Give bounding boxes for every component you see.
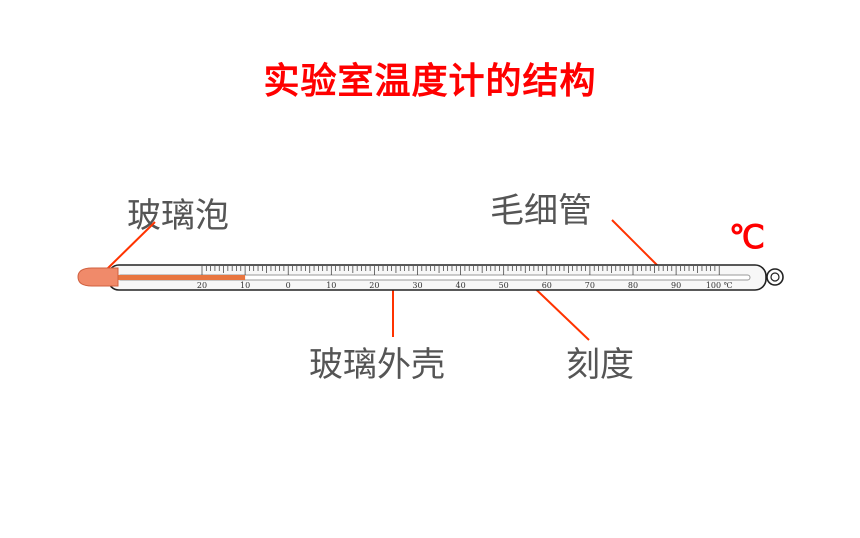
label-scale: 刻度 [566, 345, 634, 385]
scale-ticks [201, 266, 720, 275]
label-shell: 玻璃外壳 [309, 345, 445, 385]
scale-tick-label: 70 [585, 281, 595, 290]
scale-tick-label: 20 [197, 281, 207, 290]
page-title: 实验室温度计的结构 [263, 61, 597, 102]
scale-tick-label: 30 [412, 281, 422, 290]
scale-tick-label: 100 ℃ [706, 281, 733, 290]
leader-line-bulb [105, 221, 156, 271]
scale-tick-label: 40 [456, 281, 466, 290]
scale-tick-label: 90 [671, 281, 681, 290]
scale-tick-label: 60 [542, 281, 552, 290]
scale-tick-label: 10 [240, 281, 250, 290]
scale-tick-label: 20 [369, 281, 379, 290]
glass-bulb [77, 267, 119, 287]
liquid-column [118, 275, 246, 280]
celsius-unit: ℃ [729, 219, 765, 255]
scale-tick-labels: 20 10 0 10 20 30 40 50 60 70 80 90 100 ℃ [197, 281, 733, 290]
hanging-ring-hole [770, 272, 780, 282]
scale-tick-label: 50 [499, 281, 509, 290]
scale-tick-label: 0 [286, 281, 291, 290]
scale-tick-label: 80 [628, 281, 638, 290]
scale-tick-label: 10 [326, 281, 336, 290]
label-bulb: 玻璃泡 [127, 196, 229, 236]
label-capillary: 毛细管 [490, 191, 592, 231]
